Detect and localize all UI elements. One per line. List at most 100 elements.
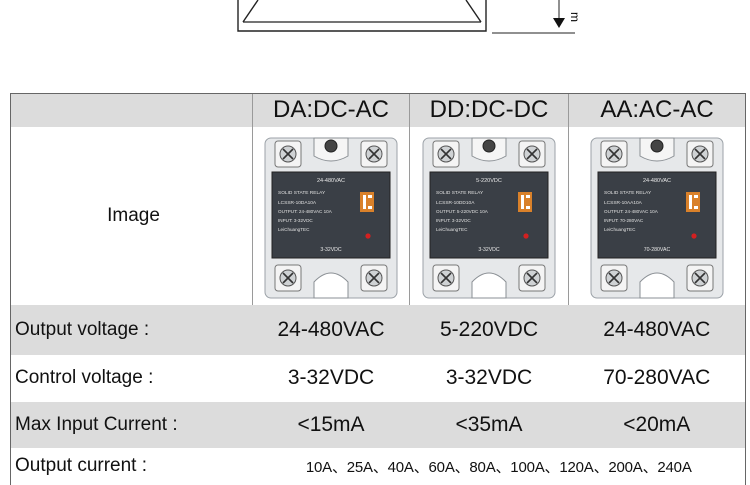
control-voltage-dd: 3-32VDC: [409, 354, 569, 402]
image-label: Image: [10, 126, 253, 305]
relay-body: [597, 171, 717, 258]
relay-top-label: 24-480VAC: [643, 178, 671, 184]
relay-image-da: 24-480VAC SOLID STATE RELAY LCSSR-10DA10A O…: [252, 126, 410, 305]
screw-slot: [282, 271, 294, 284]
relay-output: OUTPUT: 24-480VAC 10A: [604, 209, 659, 214]
terminal-1-icon: [274, 140, 302, 167]
brand-logo-stroke: [363, 194, 366, 209]
relay-input: INPUT: 70-280VAC: [604, 218, 644, 223]
terminal-1-icon: [600, 140, 628, 167]
relay-da-image: 24-480VAC SOLID STATE RELAY LCSSR-10DA10A O…: [264, 137, 398, 298]
relay-body: [271, 171, 391, 258]
relay-input: INPUT: 3-32VDC: [278, 218, 313, 223]
screw-slot: [608, 271, 620, 284]
brand-logo-stroke: [694, 194, 698, 198]
screw-slot: [694, 271, 706, 284]
max-input-current-da: <15mA: [252, 401, 410, 448]
spec-table: DA:DC-AC DD:DC-DC AA:AC-AC Image 24-480V…: [10, 93, 746, 485]
relay-output: OUTPUT: 24-480VAC 10A: [278, 209, 333, 214]
output-voltage-label: Output voltage :: [10, 304, 253, 355]
control-voltage-da: 3-32VDC: [252, 354, 410, 402]
relay-output: OUTPUT: 5-220VDC 10A: [436, 209, 489, 214]
terminal-4-icon: [686, 264, 714, 291]
mounting-notch-bottom: [639, 272, 675, 298]
image-row: Image 24-480VAC SOLID STATE RELAY LCSSR-10…: [10, 126, 746, 305]
header-row: DA:DC-AC DD:DC-DC AA:AC-AC: [10, 93, 746, 127]
mounting-hole-icon: [482, 139, 496, 152]
screw-slot: [526, 271, 538, 284]
relay-bottom-label: 3-32VDC: [478, 247, 500, 253]
relay-title: SOLID STATE RELAY: [604, 190, 652, 196]
relay-dd-image: 5-220VDC SOLID STATE RELAY LCSSR-10DD10A OU…: [422, 137, 556, 298]
dimension-drawing: m: [237, 0, 582, 34]
max-input-current-aa: <20mA: [568, 401, 746, 448]
status-led-icon: [365, 232, 371, 239]
relay-top-label: 24-480VAC: [317, 178, 345, 184]
brand-logo-stroke: [694, 205, 698, 209]
brand-logo-stroke: [368, 194, 372, 198]
relay-brand: LeiChuangTEC: [436, 227, 468, 232]
relay-brand: LeiChuangTEC: [604, 227, 636, 232]
output-voltage-da: 24-480VAC: [252, 304, 410, 355]
terminal-2-icon: [518, 140, 546, 167]
relay-body: [429, 171, 549, 258]
output-current-label: Output current :: [10, 447, 253, 485]
output-current-row: Output current : 10A、25A、40A、60A、80A、100…: [10, 447, 746, 485]
control-voltage-row: Control voltage : 3-32VDC 3-32VDC 70-280…: [10, 354, 746, 402]
brand-logo-stroke: [368, 205, 372, 209]
terminal-1-icon: [432, 140, 460, 167]
screw-slot: [694, 147, 706, 160]
terminal-4-icon: [360, 264, 388, 291]
max-input-current-row: Max Input Current : <15mA <35mA <20mA: [10, 401, 746, 448]
screw-slot: [368, 271, 380, 284]
relay-aa-image: 24-480VAC SOLID STATE RELAY LCSSR-10AA10A O…: [590, 137, 724, 298]
output-current-value: 10A、25A、40A、60A、80A、100A、120A、200A、240A: [252, 447, 746, 485]
output-voltage-row: Output voltage : 24-480VAC 5-220VDC 24-4…: [10, 304, 746, 355]
terminal-2-icon: [360, 140, 388, 167]
relay-image-dd: 5-220VDC SOLID STATE RELAY LCSSR-10DD10A OU…: [409, 126, 569, 305]
brand-logo-stroke: [521, 194, 524, 209]
terminal-2-icon: [686, 140, 714, 167]
header-da: DA:DC-AC: [252, 93, 410, 127]
screw-slot: [440, 271, 452, 284]
relay-model: LCSSR-10AA10A: [604, 200, 643, 206]
mounting-notch-bottom: [313, 272, 349, 298]
header-empty: [10, 93, 253, 127]
relay-top-label: 5-220VDC: [476, 178, 502, 184]
control-voltage-aa: 70-280VAC: [568, 354, 746, 402]
status-led-icon: [523, 232, 529, 239]
terminal-4-icon: [518, 264, 546, 291]
relay-model: LCSSR-10DA10A: [278, 200, 317, 206]
max-input-current-dd: <35mA: [409, 401, 569, 448]
relay-brand: LeiChuangTEC: [278, 227, 310, 232]
screw-slot: [368, 147, 380, 160]
output-voltage-dd: 5-220VDC: [409, 304, 569, 355]
relay-title: SOLID STATE RELAY: [436, 190, 484, 196]
header-dd: DD:DC-DC: [409, 93, 569, 127]
screw-slot: [440, 147, 452, 160]
dimension-label: m: [568, 12, 582, 22]
mounting-hole-icon: [324, 139, 338, 152]
control-voltage-label: Control voltage :: [10, 354, 253, 402]
brand-logo-stroke: [689, 194, 692, 209]
screw-slot: [282, 147, 294, 160]
mounting-hole-icon: [650, 139, 664, 152]
output-voltage-aa: 24-480VAC: [568, 304, 746, 355]
terminal-3-icon: [600, 264, 628, 291]
terminal-3-icon: [432, 264, 460, 291]
screw-slot: [526, 147, 538, 160]
relay-model: LCSSR-10DD10A: [436, 200, 475, 206]
relay-input: INPUT: 3-32VDC: [436, 218, 471, 223]
status-led-icon: [691, 232, 697, 239]
relay-bottom-label: 3-32VDC: [320, 247, 342, 253]
relay-bottom-label: 70-280VAC: [644, 247, 671, 253]
brand-logo-stroke: [526, 194, 530, 198]
screw-slot: [608, 147, 620, 160]
terminal-3-icon: [274, 264, 302, 291]
max-input-current-label: Max Input Current :: [10, 401, 253, 448]
header-aa: AA:AC-AC: [568, 93, 746, 127]
brand-logo-stroke: [526, 205, 530, 209]
mounting-notch-bottom: [471, 272, 507, 298]
relay-image-aa: 24-480VAC SOLID STATE RELAY LCSSR-10AA10A O…: [568, 126, 746, 305]
relay-title: SOLID STATE RELAY: [278, 190, 326, 196]
